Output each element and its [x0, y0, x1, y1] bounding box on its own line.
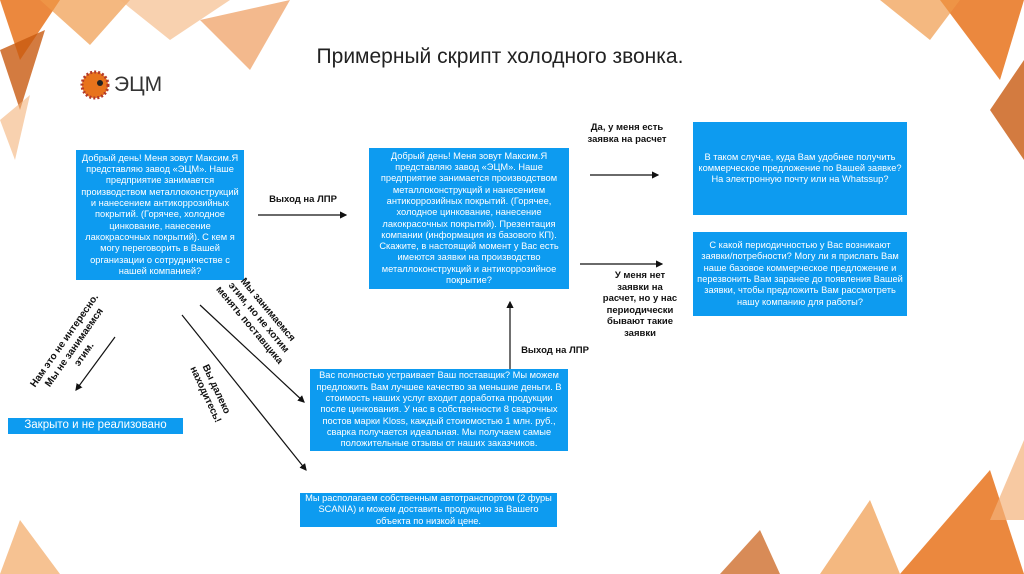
transport-box: Мы располагаем собственным автотранспорт… [300, 493, 557, 527]
arrow-to-supplier [199, 304, 305, 403]
lpr-label-1: Выход на ЛПР [269, 194, 337, 205]
arrow-to-closed [75, 336, 116, 391]
periodicity-box: С какой периодичностью у Вас возникают з… [693, 232, 907, 316]
offer-channel-box: В таком случае, куда Вам удобнее получит… [693, 122, 907, 215]
presentation-box: Добрый день! Меня зовут Максим.Я предста… [369, 148, 569, 289]
supplier-box: Вас полностью устраивает Ваш поставщик? … [310, 369, 568, 451]
no-request-label: У меня нет заявки на расчет, но у нас пе… [602, 270, 678, 339]
page-title: Примерный скрипт холодного звонка. [316, 45, 684, 68]
logo: ЭЦМ [80, 70, 162, 100]
logo-text: ЭЦМ [114, 73, 163, 96]
yes-request-label: Да, у меня есть заявка на расчет [587, 122, 667, 145]
closed-box: Закрыто и не реализовано [8, 418, 183, 434]
greeting-box: Добрый день! Меня зовут Максим.Я предста… [76, 150, 244, 280]
globe-logo-icon [80, 70, 110, 100]
arrow-to-transport [181, 314, 307, 471]
lpr-label-2: Выход на ЛПР [521, 345, 589, 356]
